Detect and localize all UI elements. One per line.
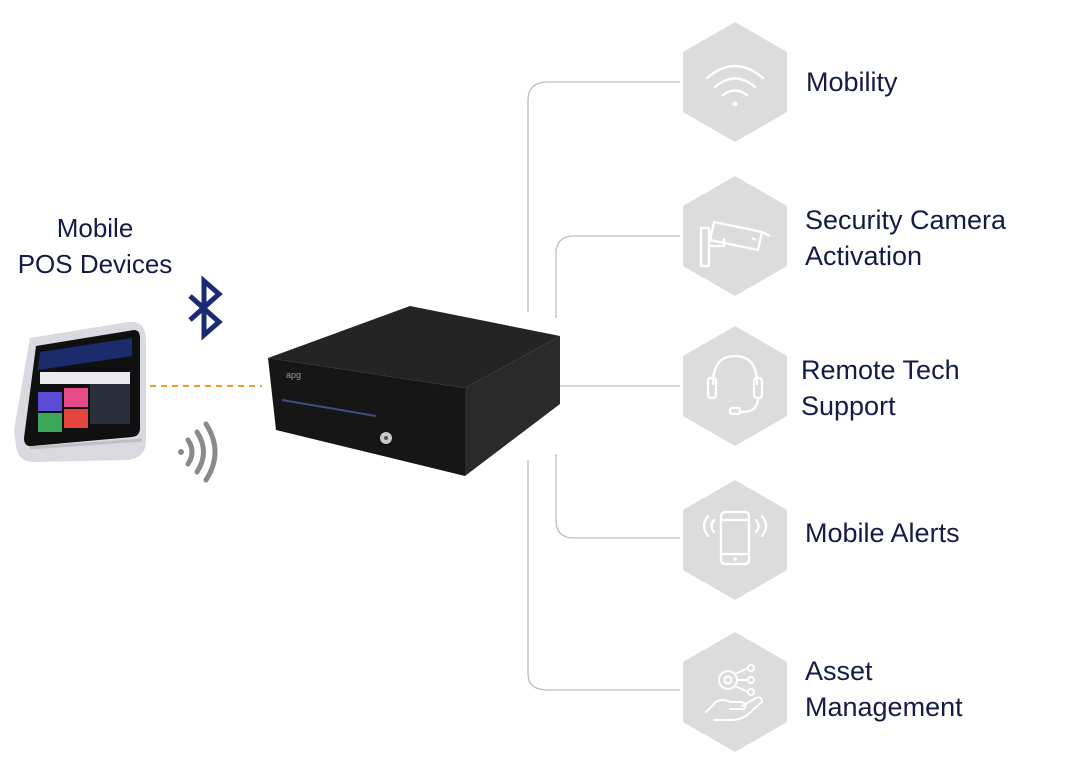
feature-hexagon-remote-support xyxy=(683,326,787,446)
feature-label-asset-management: Asset Management xyxy=(805,653,963,725)
feature-label-security-camera: Security Camera Activation xyxy=(805,202,1006,274)
feature-hexagon-mobility xyxy=(683,22,787,142)
connector-mobility xyxy=(527,81,680,312)
feature-label-line: Support xyxy=(801,391,896,421)
device-tile xyxy=(64,409,88,428)
connector-security-camera xyxy=(555,235,680,318)
feature-label-line: Activation xyxy=(805,241,923,271)
connector-lines xyxy=(527,81,680,691)
device-screen-header xyxy=(38,338,132,370)
wifi-icon xyxy=(705,64,765,107)
security-camera-icon xyxy=(699,220,771,268)
connector-mobile-alerts xyxy=(555,454,680,539)
mobile-pos-device xyxy=(14,321,146,463)
bluetooth-icon xyxy=(188,275,223,341)
nfc-icon xyxy=(178,421,218,483)
smartphone-alert-icon xyxy=(702,510,768,566)
feature-label-line: Security Camera xyxy=(805,205,1007,235)
feature-label-line: Mobility xyxy=(806,67,898,97)
feature-label-line: Mobile Alerts xyxy=(805,518,960,548)
feature-label-line: Remote Tech xyxy=(801,355,960,385)
feature-label-remote-support: Remote Tech Support xyxy=(801,352,960,424)
feature-label-mobility: Mobility xyxy=(806,64,898,100)
drawer-brand-mark: apg xyxy=(286,370,301,380)
cash-drawer: apg xyxy=(268,306,560,476)
mobile-pos-title-line: Mobile xyxy=(56,213,134,243)
device-tile xyxy=(38,392,62,411)
asset-hand-icon xyxy=(705,664,763,721)
feature-hexagon-mobile-alerts xyxy=(683,480,787,600)
mobile-pos-title-line: POS Devices xyxy=(17,249,173,279)
mobile-pos-title: Mobile POS Devices xyxy=(0,210,190,282)
feature-label-line: Asset xyxy=(805,656,873,686)
connector-asset-management xyxy=(527,460,680,691)
feature-hexagon-security-camera xyxy=(683,176,787,296)
device-tile xyxy=(38,413,62,432)
feature-hexagon-asset-management xyxy=(683,632,787,752)
device-tile xyxy=(64,388,88,407)
feature-label-line: Management xyxy=(805,692,963,722)
headset-icon xyxy=(706,354,764,416)
feature-label-mobile-alerts: Mobile Alerts xyxy=(805,515,960,551)
device-screen-tiles xyxy=(38,372,130,432)
